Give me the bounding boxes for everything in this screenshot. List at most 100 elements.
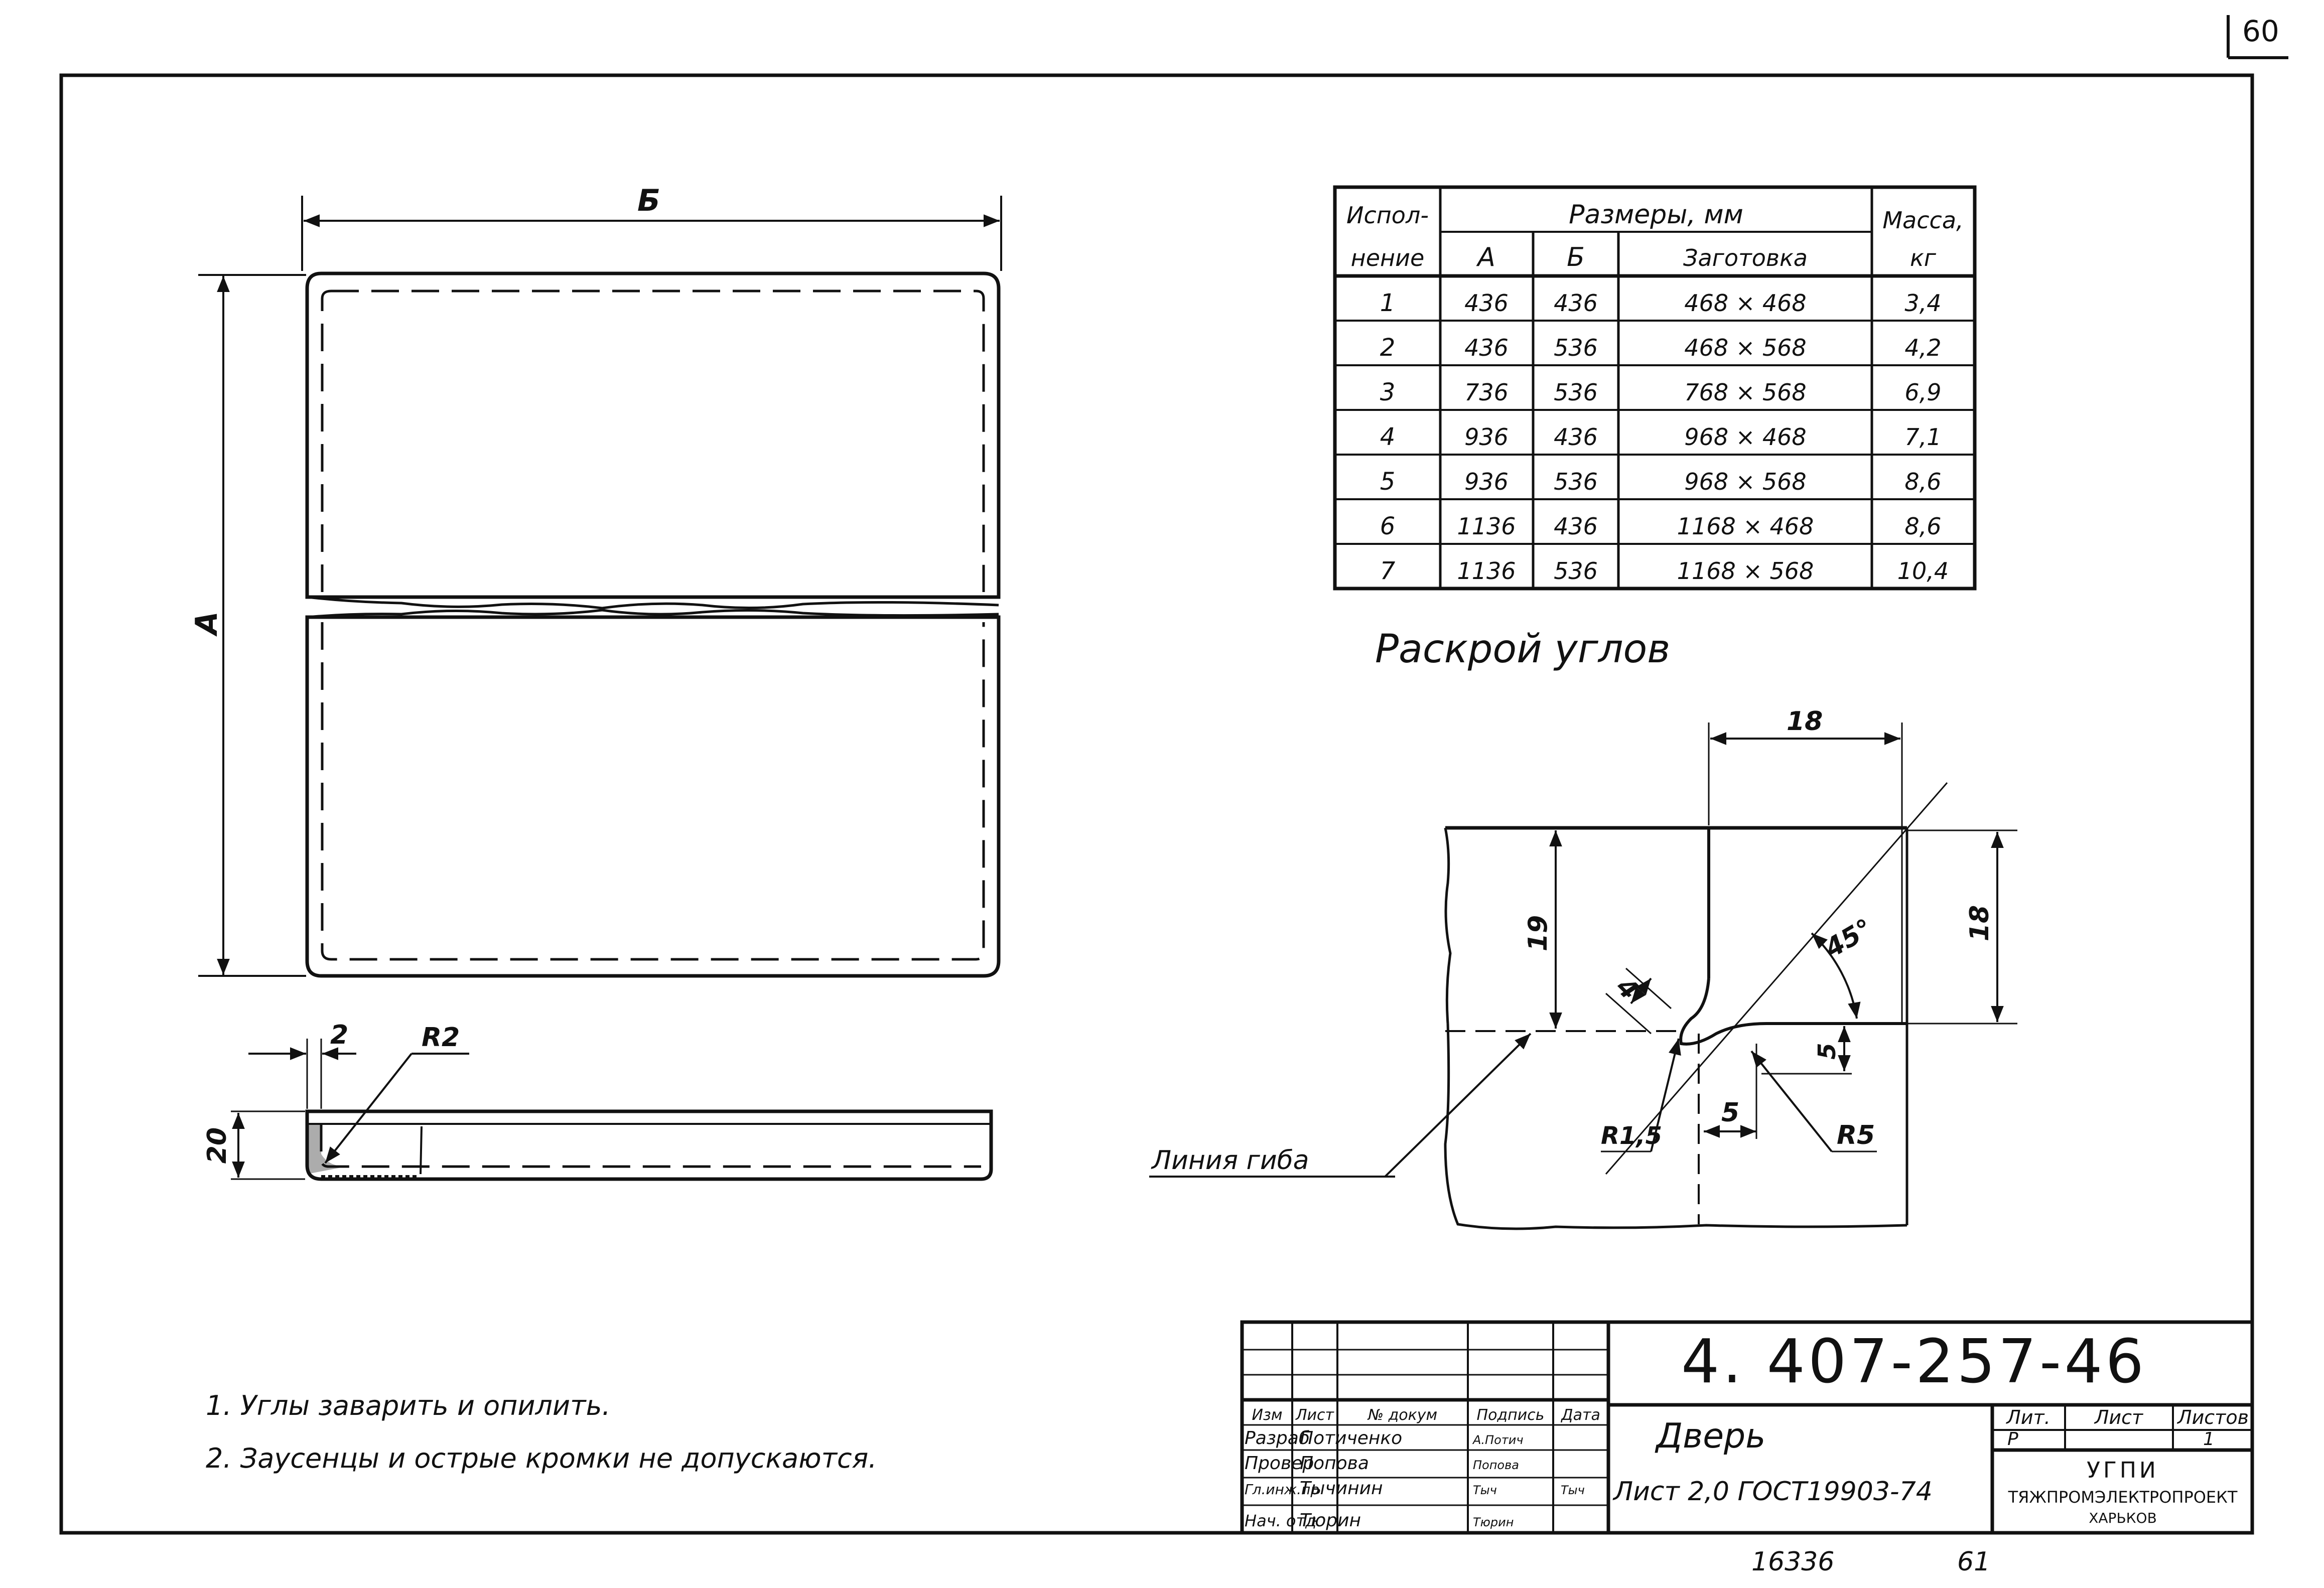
dim-left-label: 19 [1523, 915, 1553, 951]
org-line-3: ХАРЬКОВ [2089, 1510, 2157, 1526]
row-b: 536 [1554, 334, 1598, 361]
notes: 1. Углы заварить и опилить. 2. Заусенцы … [206, 1390, 877, 1474]
table-subheader-b: Б [1567, 242, 1585, 272]
dim-right-label: 18 [1965, 905, 1995, 941]
row-variant: 1 [1380, 289, 1396, 317]
title-block: 4. 407-257-46 Изм Лист № докум Подпись Д… [1240, 1320, 2254, 1535]
drawing-frame [59, 73, 2254, 1535]
role: Провер [1245, 1453, 1314, 1474]
table-row: 3 736 536 768 × 568 6,9 [1380, 378, 1942, 406]
row-variant: 3 [1380, 378, 1396, 406]
bend-line-label: Линия гиба [1151, 1145, 1309, 1176]
col-header-change: Изм [1252, 1406, 1282, 1424]
bottom-ref-1: 16336 [1751, 1547, 1834, 1577]
row-b: 536 [1554, 557, 1598, 585]
row-mass: 4,2 [1904, 334, 1941, 361]
row-mass: 8,6 [1904, 513, 1941, 540]
sheets-value: 1 [2203, 1429, 2215, 1450]
role: Разраб [1245, 1428, 1310, 1449]
lit-value: Р [2007, 1429, 2018, 1450]
table-row: 1 436 436 468 × 468 3,4 [1380, 289, 1942, 317]
signature: Тюрин [1473, 1515, 1514, 1529]
table-header-variant-1: Испол- [1346, 202, 1429, 229]
table-row: 4 936 436 968 × 468 7,1 [1380, 423, 1942, 451]
row-b: 536 [1554, 468, 1598, 495]
table-row: 2 436 536 468 × 568 4,2 [1380, 334, 1942, 362]
product-name: Дверь [1655, 1416, 1765, 1456]
row-b: 536 [1554, 379, 1598, 406]
row-blank: 968 × 468 [1684, 423, 1806, 451]
row-a: 1136 [1457, 513, 1516, 540]
row-a: 936 [1464, 468, 1509, 495]
row-b: 436 [1554, 423, 1598, 451]
sheet-label: Лист [2094, 1406, 2144, 1428]
row-blank: 1168 × 568 [1677, 557, 1814, 585]
corner-detail: 18 19 18 45° 4 5 5 R1,5 R5 Линия гиба [1149, 706, 2017, 1230]
signature-row: Нач. отд Тюрин Тюрин [1245, 1510, 1514, 1531]
row-mass: 3,4 [1904, 290, 1941, 317]
row-variant: 2 [1380, 334, 1396, 362]
row-mass: 8,6 [1904, 468, 1941, 495]
radius-small-label: R1,5 [1601, 1122, 1662, 1150]
row-b: 436 [1554, 513, 1598, 540]
inner-radius-label: R2 [422, 1023, 460, 1053]
table-subheader-a: А [1476, 242, 1495, 272]
signature-row: Провер Попова Попова [1245, 1453, 1519, 1474]
row-variant: 7 [1380, 557, 1396, 585]
person: Попова [1300, 1453, 1369, 1474]
row-mass: 7,1 [1904, 423, 1941, 451]
col-header-doc: № докум [1367, 1406, 1437, 1424]
row-variant: 4 [1380, 423, 1396, 451]
dim-5-vertical-label: 5 [1813, 1043, 1841, 1059]
material-spec: Лист 2,0 ГОСТ19903-74 [1612, 1477, 1933, 1507]
corner-detail-title: Раскрой углов [1375, 627, 1670, 672]
table-header-variant-2: нение [1351, 244, 1425, 271]
table-header-mass-1: Масса, [1882, 207, 1963, 234]
table-subheader-blank: Заготовка [1683, 244, 1808, 271]
row-blank: 768 × 568 [1684, 379, 1806, 406]
width-dimension-label: Б [637, 183, 660, 218]
row-blank: 468 × 568 [1684, 334, 1806, 361]
signature: Тыч [1473, 1483, 1497, 1497]
signature: Попова [1473, 1458, 1519, 1472]
col-header-sheet: Лист [1295, 1406, 1335, 1424]
lit-label: Лит. [2005, 1406, 2050, 1428]
radius-large-label: R5 [1837, 1120, 1875, 1150]
front-view: Б А [189, 183, 1002, 978]
table-row: 7 1136 536 1168 × 568 10,4 [1380, 557, 1949, 585]
col-header-signature: Подпись [1477, 1406, 1545, 1424]
angle-label: 45° [1820, 913, 1878, 964]
sheet-number-tab: 60 [2227, 14, 2288, 59]
section-view: 2 R2 20 [202, 1020, 993, 1181]
signature-row: Разраб Потиченко А.Потич [1245, 1428, 1524, 1449]
bottom-ref-2: 61 [1957, 1547, 1990, 1577]
note-2: 2. Заусенцы и острые кромки не допускают… [206, 1442, 877, 1474]
document-code: 4. 407-257-46 [1681, 1327, 2147, 1397]
org-line-2: ТЯЖПРОМЭЛЕКТРОПРОЕКТ [2008, 1488, 2238, 1507]
sheets-label: Листов [2176, 1406, 2249, 1428]
row-a: 1136 [1457, 557, 1516, 585]
table-header-sizes: Размеры, мм [1569, 200, 1743, 230]
table-row: 5 936 536 968 × 568 8,6 [1380, 468, 1942, 496]
row-a: 936 [1464, 423, 1509, 451]
row-blank: 468 × 468 [1684, 290, 1806, 317]
row-a: 736 [1464, 379, 1509, 406]
edge-thickness-label: 2 [330, 1020, 348, 1050]
person: Потиченко [1300, 1428, 1402, 1449]
row-a: 436 [1464, 334, 1509, 361]
row-a: 436 [1464, 290, 1509, 317]
date: Тыч [1561, 1483, 1585, 1497]
role: Гл.инж.пр [1245, 1481, 1319, 1498]
dim-5-horizontal-label: 5 [1721, 1098, 1739, 1128]
col-header-date: Дата [1560, 1406, 1600, 1424]
person: Тычинин [1300, 1478, 1383, 1499]
table-row: 6 1136 436 1168 × 468 8,6 [1380, 512, 1942, 540]
dim-top-label: 18 [1787, 706, 1823, 737]
sheet-number: 60 [2242, 14, 2279, 48]
row-blank: 968 × 568 [1684, 468, 1806, 495]
row-b: 436 [1554, 290, 1598, 317]
row-variant: 6 [1380, 512, 1396, 540]
row-mass: 10,4 [1897, 557, 1949, 585]
signature: А.Потич [1472, 1433, 1524, 1447]
person: Тюрин [1300, 1510, 1361, 1531]
